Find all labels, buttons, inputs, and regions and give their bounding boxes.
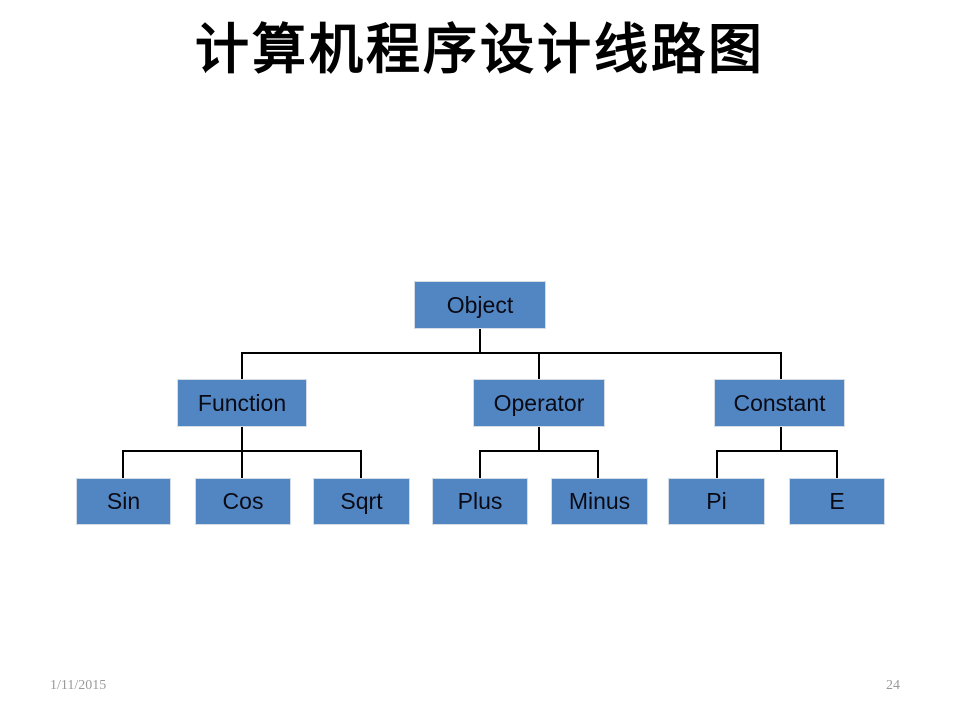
connector-drop-pi <box>716 450 718 478</box>
connector-level2-bus <box>242 352 782 354</box>
connector-drop-minus <box>597 450 599 478</box>
diagram-node-e[interactable]: E <box>789 478 885 525</box>
connector-drop-sqrt <box>360 450 362 478</box>
diagram-node-function[interactable]: Function <box>177 379 307 427</box>
connector-constant-drop <box>780 427 782 451</box>
footer-page-number: 24 <box>886 678 900 693</box>
footer-date: 1/11/2015 <box>50 678 107 693</box>
connector-function-drop <box>241 427 243 451</box>
connector-drop-operator <box>538 352 540 379</box>
diagram-node-plus[interactable]: Plus <box>432 478 528 525</box>
connector-drop-function <box>241 352 243 379</box>
connector-drop-cos <box>241 450 243 478</box>
diagram-node-operator[interactable]: Operator <box>473 379 605 427</box>
connector-drop-plus <box>479 450 481 478</box>
connector-operator-bus <box>480 450 599 452</box>
connector-drop-sin <box>122 450 124 478</box>
page-title: 计算机程序设计线路图 <box>195 17 765 81</box>
connector-drop-e <box>836 450 838 478</box>
connector-operator-drop <box>538 427 540 451</box>
connector-drop-constant <box>780 352 782 379</box>
diagram-node-sqrt[interactable]: Sqrt <box>313 478 410 525</box>
connector-constant-bus <box>717 450 838 452</box>
diagram-node-minus[interactable]: Minus <box>551 478 648 525</box>
diagram-node-cos[interactable]: Cos <box>195 478 291 525</box>
diagram-node-pi[interactable]: Pi <box>668 478 765 525</box>
connector-object-drop <box>479 329 481 353</box>
diagram-node-constant[interactable]: Constant <box>714 379 845 427</box>
diagram-node-object[interactable]: Object <box>414 281 546 329</box>
diagram-node-sin[interactable]: Sin <box>76 478 171 525</box>
